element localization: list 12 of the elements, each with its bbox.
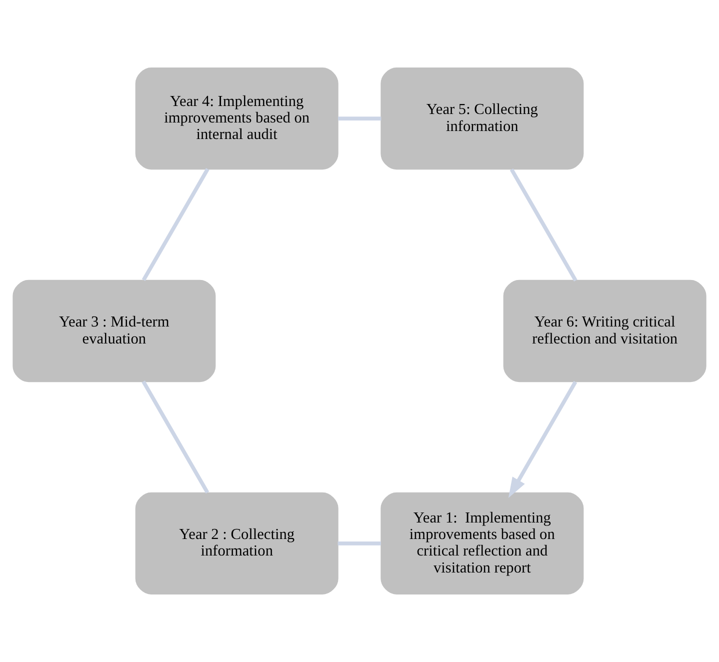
connector (338, 542, 381, 546)
node-box: Year 1: Implementing improvements based on critical reflection and visitation report (380, 492, 584, 595)
connector (142, 380, 210, 494)
node-box: Year 2 : Collecting information (135, 492, 338, 595)
connector (338, 116, 382, 120)
connector (510, 168, 578, 282)
arrow (508, 380, 578, 498)
node-box: Year 6: Writing critical reflection and visitation (503, 280, 706, 382)
node-box: Year 5: Collecting information (380, 67, 584, 170)
node-box: Year 4: Implementing improvements based on internal audit (135, 67, 338, 170)
connector (142, 168, 210, 282)
node-box: Year 3 : Mid-term evaluation (12, 280, 216, 382)
